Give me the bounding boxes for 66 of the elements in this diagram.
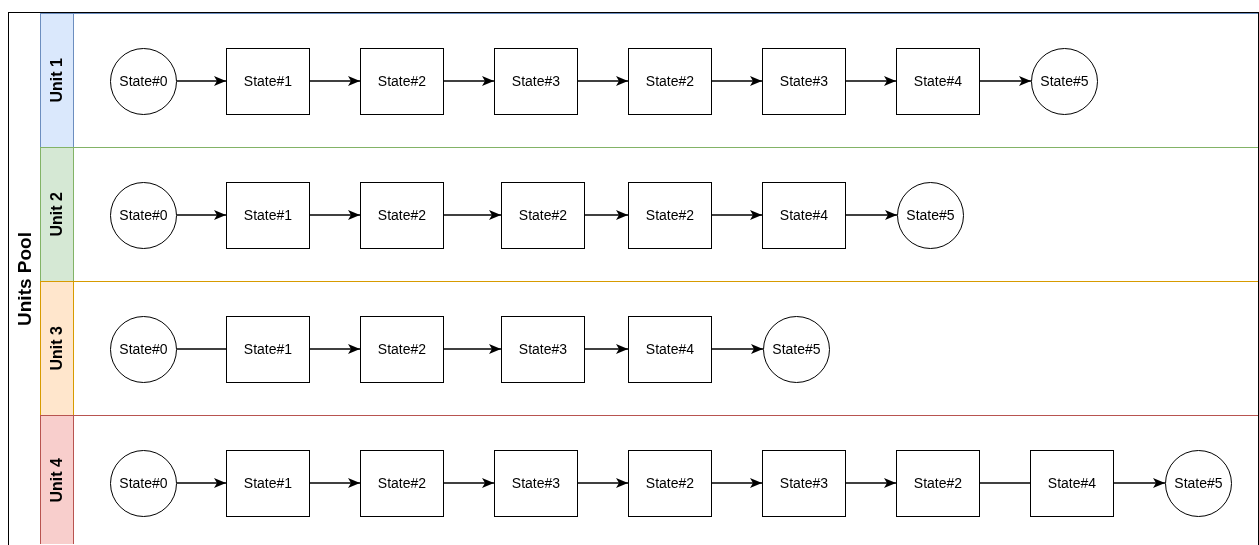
swimlane (40, 13, 1258, 147)
arrow (176, 210, 227, 220)
state-box: State#2 (360, 181, 444, 249)
arrow (845, 76, 897, 86)
state-box: State#3 (762, 47, 846, 115)
state-box: State#2 (360, 47, 444, 115)
state-box: State#1 (226, 449, 310, 517)
state-circle: State#5 (1031, 47, 1098, 115)
state-box: State#3 (501, 315, 585, 383)
arrow (711, 344, 764, 354)
state-box: State#4 (896, 47, 980, 115)
arrow (711, 76, 763, 86)
arrow (979, 76, 1032, 86)
arrow (309, 76, 361, 86)
state-circle: State#5 (1165, 449, 1232, 517)
swimlane (40, 147, 1258, 281)
state-circle: State#0 (110, 181, 177, 249)
arrow (309, 210, 361, 220)
arrow (577, 76, 629, 86)
connector-line (979, 482, 1031, 484)
lane-header: Unit 4 (41, 416, 74, 544)
state-box: State#1 (226, 181, 310, 249)
arrow (845, 478, 897, 488)
state-circle: State#5 (897, 181, 964, 249)
state-box: State#2 (360, 315, 444, 383)
lane-header: Unit 2 (41, 148, 74, 281)
arrow (443, 210, 502, 220)
connector-line (176, 348, 227, 350)
state-box: State#4 (1030, 449, 1114, 517)
state-box: State#2 (628, 47, 712, 115)
arrow (443, 344, 502, 354)
arrow (711, 210, 763, 220)
state-box: State#2 (896, 449, 980, 517)
arrow (584, 210, 629, 220)
state-box: State#2 (360, 449, 444, 517)
state-box: State#4 (762, 181, 846, 249)
swimlane (40, 281, 1258, 415)
arrow (309, 478, 361, 488)
state-box: State#2 (501, 181, 585, 249)
arrow (1113, 478, 1166, 488)
arrow (443, 76, 495, 86)
state-circle: State#5 (763, 315, 830, 383)
lane-header: Unit 1 (41, 14, 74, 147)
state-box: State#3 (494, 449, 578, 517)
state-circle: State#0 (110, 315, 177, 383)
state-circle: State#0 (110, 47, 177, 115)
state-box: State#2 (628, 181, 712, 249)
pool-title: Units Pool (14, 232, 36, 326)
swimlane (40, 415, 1258, 544)
state-box: State#1 (226, 315, 310, 383)
arrow (176, 76, 227, 86)
arrow (309, 344, 361, 354)
lane-header: Unit 3 (41, 282, 74, 415)
state-box: State#2 (628, 449, 712, 517)
state-circle: State#0 (110, 449, 177, 517)
arrow (577, 478, 629, 488)
arrow (443, 478, 495, 488)
arrow (584, 344, 629, 354)
pool (8, 12, 1259, 545)
state-box: State#1 (226, 47, 310, 115)
state-box: State#3 (494, 47, 578, 115)
arrow (845, 210, 898, 220)
state-box: State#3 (762, 449, 846, 517)
arrow (176, 478, 227, 488)
state-box: State#4 (628, 315, 712, 383)
arrow (711, 478, 763, 488)
